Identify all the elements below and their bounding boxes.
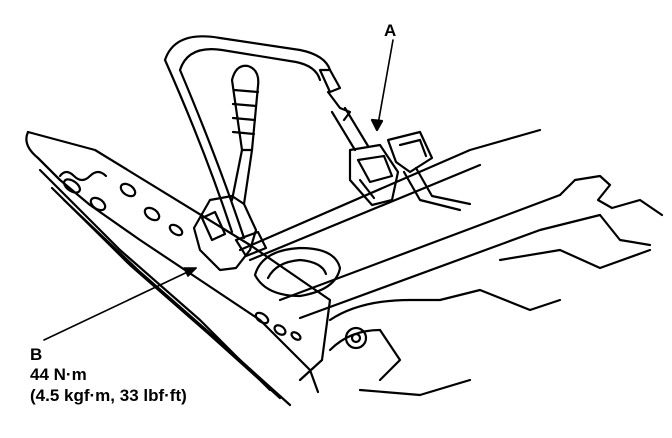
sensor-harness	[163, 35, 370, 240]
callout-label-b: B	[30, 345, 43, 364]
engine-block	[25, 130, 332, 407]
intake-structure	[238, 128, 664, 397]
socket-wrench	[192, 64, 268, 272]
callout-label-a: A	[384, 21, 397, 40]
torque-spec-nm: 44 N·m	[30, 365, 87, 384]
callout-b-leader	[43, 267, 197, 341]
connector-a	[348, 39, 472, 212]
torque-spec-alt-units: (4.5 kgf·m, 33 lbf·ft)	[30, 386, 187, 405]
callout-b-arrowhead	[183, 267, 197, 277]
